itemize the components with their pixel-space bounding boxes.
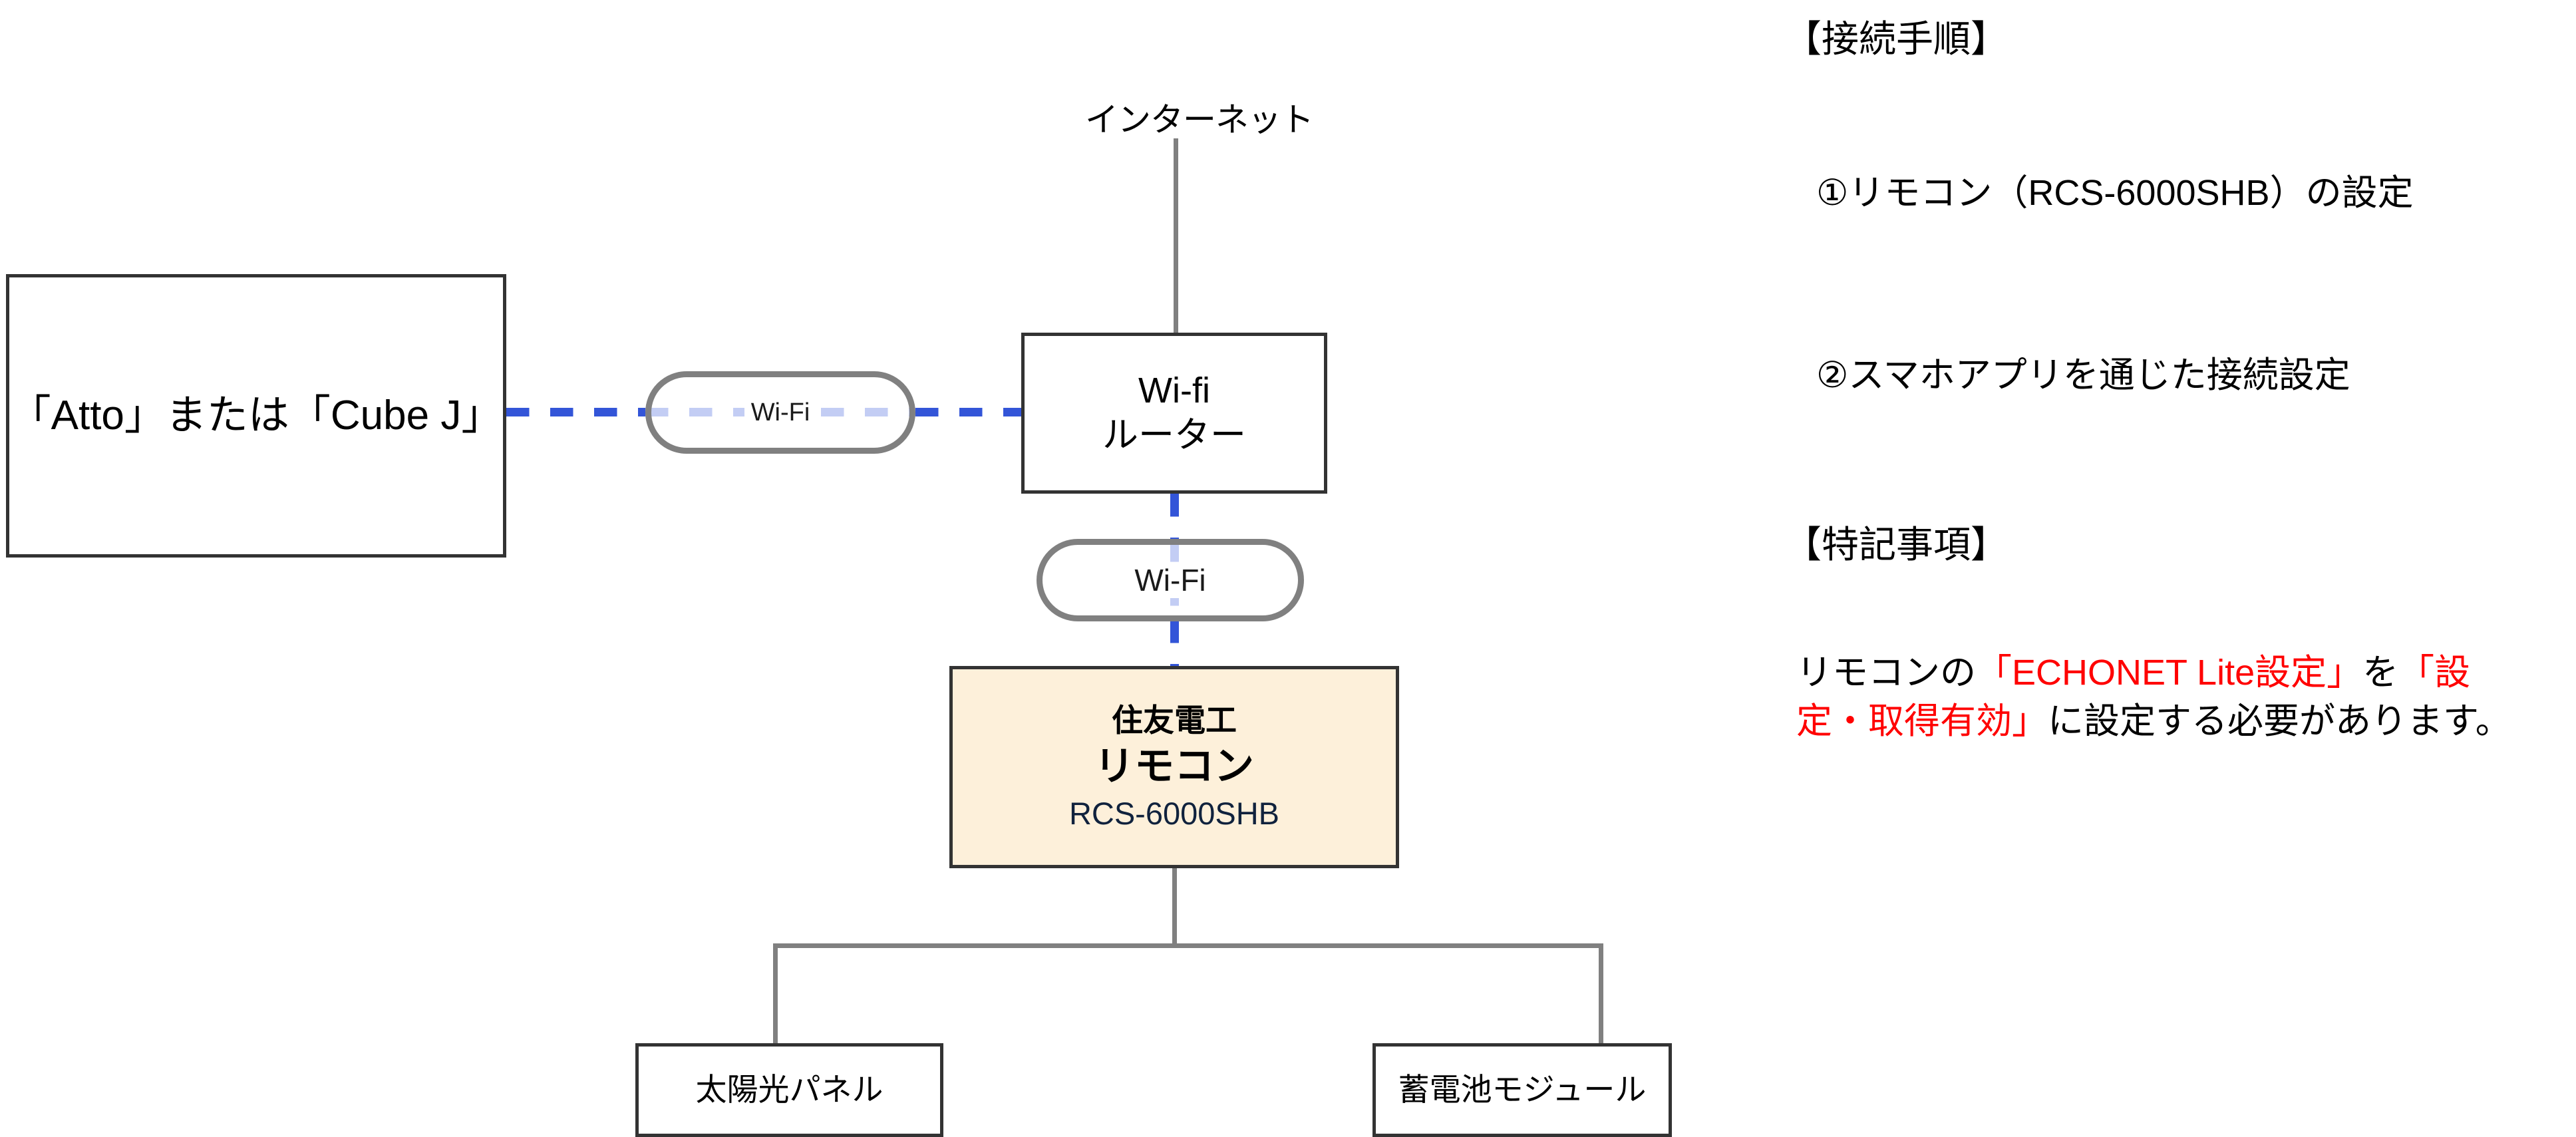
- notes-panel: 【接続手順】 ①リモコン（RCS-6000SHB）の設定 ②スマホアプリを通じた…: [1784, 0, 2576, 1137]
- procedure-step-2: ②スマホアプリを通じた接続設定: [1816, 355, 2350, 395]
- solar-panel-label: 太陽光パネル: [695, 1072, 884, 1108]
- battery-module-label: 蓄電池モジュール: [1398, 1072, 1647, 1108]
- wifi-pill-atto-router: Wi-Fi: [645, 371, 915, 454]
- solar-drop-line: [773, 943, 778, 1045]
- internet-label: インターネット: [1085, 101, 1314, 138]
- procedure-heading: 【接続手順】: [1784, 18, 2008, 60]
- internet-to-router-line: [1174, 138, 1178, 333]
- router-label-line2: ルーター: [1102, 415, 1246, 455]
- solar-panel-box[interactable]: 太陽光パネル: [635, 1043, 943, 1137]
- remote-name-label: リモコン: [1094, 743, 1254, 788]
- wifi-pill-label-2: Wi-Fi: [1128, 562, 1213, 598]
- remote-model-label: RCS-6000SHB: [1068, 795, 1280, 831]
- atto-cubej-box[interactable]: 「Atto」または「Cube J」: [6, 274, 506, 558]
- remote-control-box[interactable]: 住友電工 リモコン RCS-6000SHB: [949, 666, 1399, 868]
- remarks-body: リモコンの「ECHONET Lite設定」を「設定・取得有効」に設定する必要があ…: [1796, 649, 2535, 746]
- battery-module-box[interactable]: 蓄電池モジュール: [1372, 1043, 1672, 1137]
- wifi-pill-label-1: Wi-Fi: [744, 398, 817, 427]
- remarks-heading: 【特記事項】: [1784, 524, 2008, 566]
- wifi-link-right-segment: [915, 408, 1022, 416]
- device-bus-line: [773, 943, 1603, 948]
- wifi-router-box[interactable]: Wi-fi ルーター: [1021, 333, 1327, 494]
- wifi-link-remote-segment: [1170, 620, 1179, 667]
- remark-part-2-highlight: 「ECHONET Lite設定」: [1976, 653, 2363, 693]
- wifi-link-left-segment: [506, 408, 645, 416]
- remote-maker-label: 住友電工: [1112, 702, 1237, 738]
- remote-trunk-line: [1172, 868, 1177, 946]
- remark-part-4-highlight: 「設定・取得有効」: [1796, 653, 2471, 741]
- atto-cubej-label: 「Atto」または「Cube J」: [9, 393, 503, 439]
- wifi-pill-router-remote: Wi-Fi: [1037, 539, 1304, 621]
- remark-part-5: に設定する必要があります。: [2048, 701, 2511, 741]
- remark-part-1: リモコンの: [1796, 653, 1976, 693]
- procedure-step-1: ①リモコン（RCS-6000SHB）の設定: [1816, 173, 2414, 213]
- wifi-link-router-top-segment: [1170, 494, 1179, 540]
- battery-drop-line: [1599, 943, 1603, 1045]
- remark-part-3: を: [2362, 653, 2399, 693]
- router-label-line1: Wi-fi: [1138, 370, 1210, 410]
